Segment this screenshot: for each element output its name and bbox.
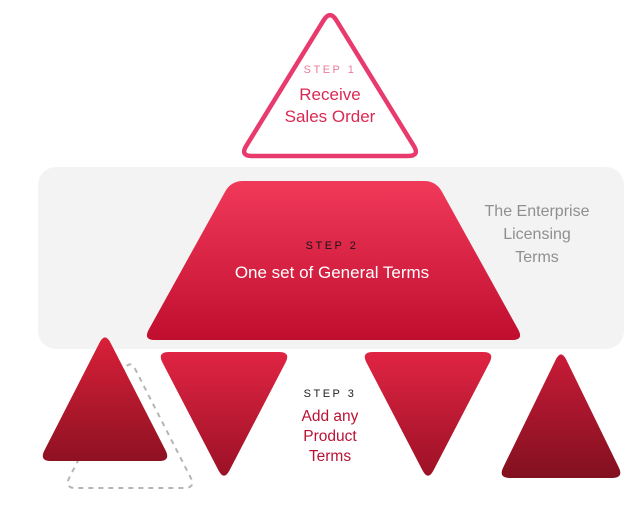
step3-text-block: STEP 3 Add any Product Terms — [255, 388, 405, 467]
inverted-triangle-left-icon — [160, 352, 288, 476]
side-note-line2: Licensing — [503, 226, 571, 243]
inverted-triangle-right-icon — [364, 352, 492, 476]
step2-trapezoid-icon — [146, 181, 521, 340]
step1-label: STEP 1 — [303, 64, 357, 76]
step3-label: STEP 3 — [303, 388, 357, 400]
right-red-triangle-icon — [501, 354, 621, 478]
step3-title-line1: Add any — [301, 408, 359, 425]
step2-title: One set of General Terms — [234, 263, 430, 282]
step1-text-block: STEP 1 Receive Sales Order — [230, 64, 430, 128]
left-red-triangle-icon — [42, 337, 168, 461]
step3-title-line3: Terms — [308, 448, 352, 465]
step2-label: STEP 2 — [305, 240, 359, 252]
step3-title-line2: Product — [303, 428, 357, 445]
side-note-line1: The Enterprise — [484, 203, 590, 220]
step1-title-line1: Receive — [299, 85, 361, 104]
side-note-line3: Terms — [515, 249, 559, 266]
step1-outline-triangle-icon — [241, 12, 419, 159]
enterprise-licensing-terms-note: The Enterprise Licensing Terms — [457, 200, 617, 269]
step2-text-block: STEP 2 One set of General Terms — [202, 240, 462, 284]
step1-title-line2: Sales Order — [284, 107, 376, 126]
dashed-ghost-triangle-icon — [66, 363, 194, 489]
